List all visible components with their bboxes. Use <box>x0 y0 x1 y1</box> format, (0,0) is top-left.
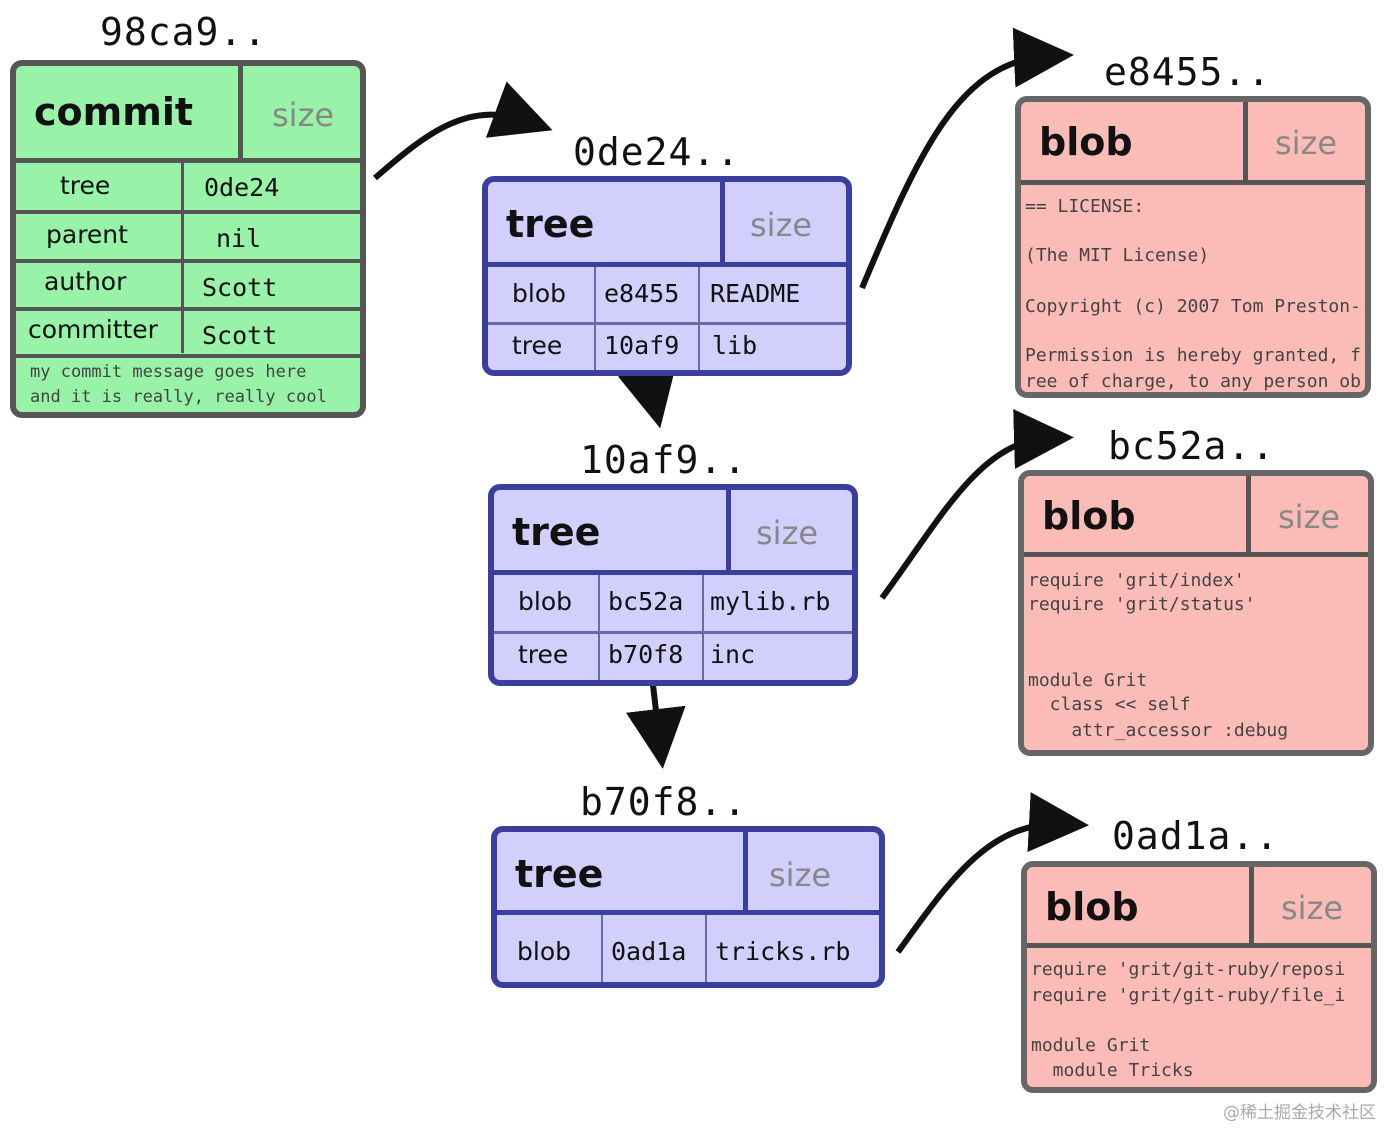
entry-name: lib <box>712 331 758 360</box>
entry-name: README <box>710 279 801 308</box>
commit-field-row: committer Scott <box>16 311 360 359</box>
entry-type: tree <box>512 331 563 360</box>
tree-size-label: size <box>756 514 819 552</box>
blob-content-line: Copyright (c) 2007 Tom Preston- <box>1025 296 1361 317</box>
blob-hash: 0ad1a.. <box>1112 814 1280 858</box>
blob-content-line: module Tricks <box>1031 1060 1194 1081</box>
field-value: Scott <box>202 273 278 302</box>
commit-message-line: and it is really, really cool <box>30 387 327 407</box>
tree-title: tree <box>512 510 601 554</box>
tree-entry-row: blob bc52a mylib.rb <box>494 575 852 629</box>
blob-title: blob <box>1039 120 1133 164</box>
field-value: 0de24 <box>204 173 280 202</box>
watermark: @稀土掘金技术社区 <box>1223 1103 1376 1123</box>
commit-header: commit size <box>16 66 360 163</box>
tree-object: tree size blob e8455 README tree 10af9 l… <box>482 176 852 376</box>
entry-hash: b70f8 <box>608 640 684 669</box>
arrow-commit-to-tree <box>373 81 553 181</box>
entry-hash: 10af9 <box>604 331 680 360</box>
tree-hash: 0de24.. <box>573 130 741 174</box>
entry-hash: e8455 <box>604 279 680 308</box>
commit-object: commit size tree 0de24 parent nil author… <box>10 60 366 418</box>
blob-hash: bc52a.. <box>1108 424 1276 468</box>
blob-header: blob size <box>1027 867 1371 948</box>
tree-hash: b70f8.. <box>580 780 748 824</box>
arrow-tree-to-blob-bc52a <box>879 409 1074 600</box>
blob-title: blob <box>1045 885 1139 929</box>
tree-object: tree size blob bc52a mylib.rb tree b70f8… <box>488 484 858 686</box>
blob-content-line: require 'grit/git-ruby/file_i <box>1031 985 1346 1006</box>
tree-entry-row: blob 0ad1a tricks.rb <box>497 915 879 982</box>
blob-content-line: module Grit <box>1031 1035 1151 1056</box>
tree-title: tree <box>506 202 595 246</box>
blob-content-line: == LICENSE: <box>1025 196 1145 217</box>
blob-size-label: size <box>1281 889 1344 927</box>
field-value: Scott <box>202 321 278 350</box>
tree-object: tree size blob 0ad1a tricks.rb <box>491 826 885 988</box>
blob-content-line: (The MIT License) <box>1025 245 1210 266</box>
tree-size-label: size <box>750 206 813 244</box>
tree-hash: 10af9.. <box>580 438 748 482</box>
entry-name: inc <box>710 640 756 669</box>
tree-entry-row: tree b70f8 inc <box>494 634 852 680</box>
tree-title: tree <box>515 852 604 896</box>
blob-content-line: module Grit <box>1028 670 1148 691</box>
entry-type: blob <box>517 937 571 966</box>
commit-hash: 98ca9.. <box>100 10 268 54</box>
field-key: parent <box>46 220 128 249</box>
commit-title: commit <box>34 90 194 134</box>
entry-hash: bc52a <box>608 587 684 616</box>
blob-hash: e8455.. <box>1104 50 1272 94</box>
commit-field-row: parent nil <box>16 214 360 262</box>
blob-object: blob size require 'grit/index' require '… <box>1018 470 1374 756</box>
tree-header: tree size <box>497 832 879 915</box>
arrow-tree-to-blob-0ad1a <box>895 792 1089 954</box>
blob-content-line: require 'grit/git-ruby/reposi <box>1031 959 1346 980</box>
blob-content-line: require 'grit/status' <box>1028 594 1256 615</box>
entry-type: blob <box>512 279 566 308</box>
blob-content-line: ree of charge, to any person ob <box>1025 371 1361 392</box>
tree-size-label: size <box>769 856 832 894</box>
blob-title: blob <box>1042 494 1136 538</box>
tree-header: tree size <box>488 182 846 267</box>
blob-content-line: Permission is hereby granted, f <box>1025 345 1361 366</box>
field-key: tree <box>60 171 111 200</box>
commit-message-line: my commit message goes here <box>30 362 307 382</box>
blob-size-label: size <box>1275 124 1338 162</box>
tree-entry-row: blob e8455 README <box>488 267 846 321</box>
blob-content-line: class << self <box>1028 694 1191 715</box>
tree-entry-row: tree 10af9 lib <box>488 325 846 370</box>
field-value: nil <box>216 224 262 253</box>
blob-content-line: attr_accessor :debug <box>1028 720 1289 741</box>
tree-header: tree size <box>494 490 852 575</box>
commit-field-row: author Scott <box>16 263 360 311</box>
entry-type: tree <box>518 640 569 669</box>
blob-size-label: size <box>1278 498 1341 536</box>
blob-object: blob size require 'grit/git-ruby/reposi … <box>1021 861 1377 1093</box>
blob-header: blob size <box>1021 102 1365 185</box>
arrow-tree-to-blob-e8455 <box>859 27 1074 290</box>
field-key: committer <box>28 315 158 344</box>
commit-field-row: tree 0de24 <box>16 163 360 211</box>
entry-hash: 0ad1a <box>611 937 687 966</box>
entry-name: mylib.rb <box>710 587 831 616</box>
commit-size-label: size <box>272 96 335 134</box>
entry-name: tricks.rb <box>715 937 851 966</box>
blob-object: blob size == LICENSE: (The MIT License) … <box>1015 96 1371 398</box>
entry-type: blob <box>518 587 572 616</box>
field-key: author <box>44 267 127 296</box>
blob-content-line: require 'grit/index' <box>1028 570 1245 591</box>
blob-header: blob size <box>1024 476 1368 557</box>
